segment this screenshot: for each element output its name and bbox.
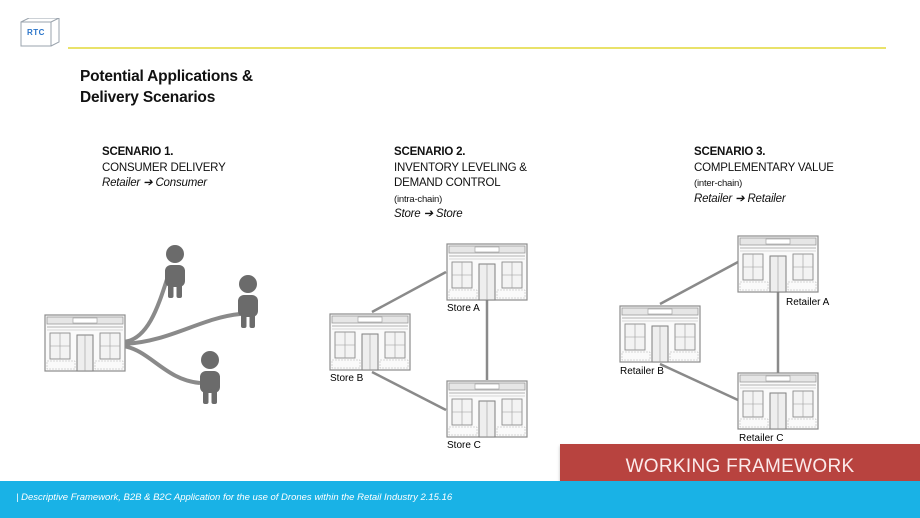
retailer-c-icon — [737, 372, 819, 430]
delivery-path-3 — [122, 344, 201, 385]
retailer-store-icon — [44, 314, 126, 372]
link-rb-ra — [659, 260, 739, 306]
store-c-label: Store C — [447, 440, 481, 451]
retailer-a-label: Retailer A — [786, 297, 830, 308]
scenario-2-title-1: INVENTORY LEVELING & — [394, 161, 527, 174]
scenario-2-note: (intra-chain) — [394, 193, 443, 205]
scenario-1: SCENARIO 1. CONSUMER DELIVERY Retailer ➔… — [102, 145, 226, 192]
link-rb-rc — [659, 362, 739, 402]
banner-text: WORKING FRAMEWORK — [625, 456, 855, 477]
retailer-c-label: Retailer C — [739, 433, 783, 444]
footer-text: | Descriptive Framework, B2B & B2C Appli… — [16, 492, 453, 503]
scenario-3-title: COMPLEMENTARY VALUE — [694, 161, 834, 174]
header-rule — [68, 47, 886, 49]
delivery-path-2 — [122, 312, 241, 346]
link-b-c — [371, 370, 447, 412]
logo-cube-icon — [20, 17, 60, 47]
page-title: Potential Applications & Delivery Scenar… — [80, 66, 253, 108]
scenario-2-title-2: DEMAND CONTROL — [394, 177, 501, 189]
retailer-a-icon — [737, 235, 819, 293]
store-b-icon — [329, 313, 411, 371]
rtc-logo: RTC — [20, 17, 60, 50]
link-b-a — [371, 270, 447, 314]
delivery-path-1 — [122, 269, 172, 344]
scenario-2: SCENARIO 2. INVENTORY LEVELING & DEMAND … — [394, 145, 527, 223]
footer-bar: | Descriptive Framework, B2B & B2C Appli… — [0, 481, 920, 518]
scenarios-diagram: Store A Store B Store C Retailer A Retai… — [44, 235, 830, 451]
store-a-label: Store A — [447, 303, 480, 314]
scenario-2-flow: Store ➔ Store — [394, 208, 463, 220]
title-line-2: Delivery Scenarios — [80, 89, 216, 106]
consumer-person-icon — [238, 275, 258, 328]
scenario-3-flow: Retailer ➔ Retailer — [694, 192, 786, 205]
store-c-icon — [446, 380, 528, 438]
title-line-1: Potential Applications & — [80, 68, 253, 85]
scenario-3-diagram: Retailer A Retailer B Retailer C — [619, 235, 830, 444]
scenario-2-diagram: Store A Store B Store C — [329, 243, 528, 451]
consumer-person-icon — [200, 351, 220, 404]
scenario-3-heading: SCENARIO 3. — [694, 146, 766, 158]
scenario-1-title: CONSUMER DELIVERY — [102, 161, 226, 174]
scenario-1-flow: Retailer ➔ Consumer — [102, 177, 207, 189]
store-a-icon — [446, 243, 528, 301]
scenario-1-diagram — [44, 245, 258, 404]
scenario-2-heading: SCENARIO 2. — [394, 146, 466, 158]
consumer-person-icon — [165, 245, 185, 298]
scenario-3: SCENARIO 3. COMPLEMENTARY VALUE (inter-c… — [694, 145, 834, 207]
store-b-label: Store B — [330, 373, 364, 384]
logo-text: RTC — [27, 28, 45, 37]
retailer-b-icon — [619, 305, 701, 363]
scenario-3-note: (inter-chain) — [694, 178, 743, 189]
scenario-1-heading: SCENARIO 1. — [102, 146, 174, 158]
retailer-b-label: Retailer B — [620, 366, 664, 377]
